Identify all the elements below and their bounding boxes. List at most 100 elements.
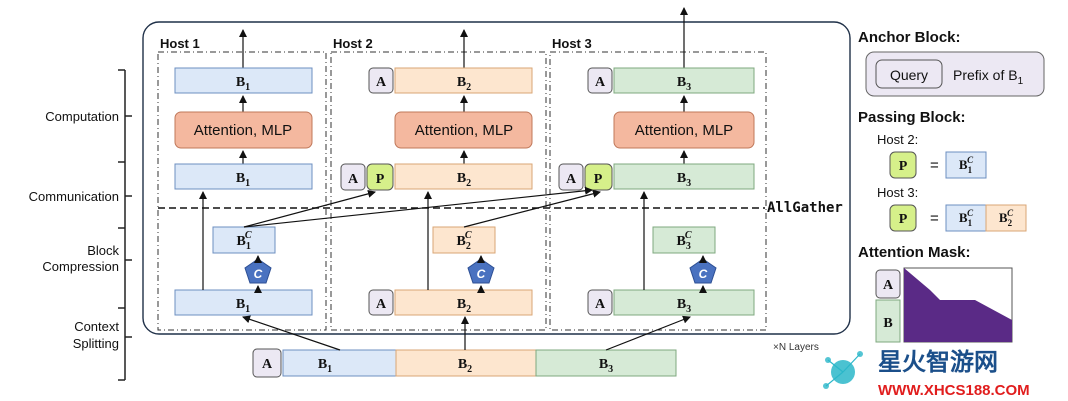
stage-compression: Compression: [42, 259, 119, 274]
host-3-input-block: [613, 289, 755, 316]
legend-mask-a: [875, 269, 901, 299]
host-2-attention-label: Attention, MLP: [415, 122, 513, 139]
host-2-compress-icon-label: C: [477, 267, 486, 281]
legend-passing-title: Passing Block:: [858, 109, 966, 126]
input-seg-2-label: B2: [458, 357, 472, 375]
stage-computation: Computation: [45, 109, 119, 124]
host-2-output-block: [394, 67, 533, 94]
legend-host3-b2c-label: B2C: [999, 208, 1014, 228]
host-3-compress-icon-label: C: [699, 267, 708, 281]
stage-splitting: Splitting: [73, 336, 119, 351]
legend-anchor-title: Anchor Block:: [858, 29, 961, 46]
input-seg-3-label: B3: [599, 357, 613, 375]
host-3-output-label: B3: [677, 75, 691, 93]
host-3-anchor-comm-label: A: [566, 172, 577, 187]
allgather-label: AllGather: [767, 200, 843, 216]
input-sequence: A B1 B2 B3: [242, 315, 691, 378]
host-frame-2: [330, 51, 547, 331]
legend: Anchor Block: Query Prefix of B1 Passing…: [858, 29, 1045, 343]
legend-host2-b1c-label: B1C: [959, 155, 974, 175]
input-anchor-label: A: [262, 357, 273, 372]
host-1-input-label: B1: [236, 297, 250, 315]
stage-block: Block: [87, 243, 119, 258]
host-1-output-block: [174, 67, 313, 94]
layer-container: [142, 21, 851, 335]
host-2-anchor-top-label: A: [376, 75, 387, 90]
stage-communication: Communication: [29, 189, 119, 204]
host-2-compressed-block: [432, 226, 496, 254]
host-1-input-block: [174, 289, 313, 316]
host-2-compress-icon: [467, 258, 495, 284]
input-anchor: [252, 348, 282, 378]
host-2-anchor-comm-label: A: [348, 172, 359, 187]
host-1-comm-block: [174, 163, 313, 190]
watermark-cn: 星火智游网: [878, 348, 998, 376]
host-2-input-block: [394, 289, 533, 316]
host-3-anchor-input: [587, 289, 613, 316]
legend-host2-p-label: P: [899, 159, 908, 174]
host-1-column: B1 Attention, MLP B1 B1C C B1: [174, 29, 313, 316]
host-1-label: Host 1: [160, 36, 200, 51]
host-1-compressed-block: [212, 226, 276, 254]
host-3-anchor-input-label: A: [595, 297, 606, 312]
host-3-attention-mlp: [613, 111, 755, 149]
host-3-column: A B3 Attention, MLP A P B3 B3C C A B3: [558, 7, 755, 316]
host-2-output-label: B2: [457, 75, 471, 93]
watermark: 星火智游网 WWW.XHCS188.COM: [823, 348, 1030, 399]
host-3-attention-label: Attention, MLP: [635, 122, 733, 139]
host-3-anchor-top-label: A: [595, 75, 606, 90]
input-seg-1-label: B1: [318, 357, 332, 375]
host-2-passing-block: [366, 163, 394, 191]
legend-host3-eq: =: [930, 210, 939, 227]
legend-host2-b1c: [945, 151, 987, 179]
host-3-passing-label: P: [594, 172, 603, 187]
host-3-comm-block: [613, 163, 755, 190]
host-3-anchor-top: [587, 67, 613, 94]
allgather-arrows: [243, 186, 601, 228]
host-3-label: Host 3: [552, 36, 592, 51]
host-3-output-block: [613, 67, 755, 94]
host-3-anchor-comm: [558, 163, 584, 191]
host-2-input-label: B2: [457, 297, 471, 315]
legend-host3-p-label: P: [899, 212, 908, 227]
host-2-attention-mlp: [394, 111, 533, 149]
host-2-anchor-input: [368, 289, 394, 316]
legend-host2-label: Host 2:: [877, 132, 918, 147]
stage-context: Context: [74, 319, 119, 334]
legend-mask-b: [875, 299, 901, 343]
host-3-compressed-label: B3C: [676, 230, 691, 252]
legend-mask-fill: [904, 268, 1012, 342]
layers-label: ×N Layers: [773, 342, 819, 353]
legend-host2-p: [889, 151, 917, 179]
legend-host3-b2c: [985, 204, 1027, 232]
legend-mask-a-label: A: [883, 278, 894, 293]
host-1-compressed-label: B1C: [236, 230, 251, 252]
host-1-output-label: B1: [236, 75, 250, 93]
host-2-column: A B2 Attention, MLP A P B2 B2C C A B2: [340, 29, 533, 316]
host-3-compressed-block: [652, 226, 716, 254]
host-1-attention-mlp: [174, 111, 313, 149]
legend-prefix-label: Prefix of B1: [953, 67, 1024, 87]
host-frame-1: [157, 51, 327, 331]
legend-mask-b-label: B: [883, 316, 892, 331]
legend-host3-label: Host 3:: [877, 185, 918, 200]
legend-host3-p: [889, 204, 917, 232]
host-3-comm-label: B3: [677, 171, 691, 189]
host-2-passing-label: P: [376, 172, 385, 187]
stage-labels: Computation Communication Block Compress…: [29, 69, 132, 381]
host-2-anchor-input-label: A: [376, 297, 387, 312]
host-2-anchor-comm: [340, 163, 366, 191]
host-3-compress-icon: [689, 258, 717, 284]
legend-query-box: [875, 59, 943, 89]
legend-host3-b1c-label: B1C: [959, 208, 974, 228]
input-seg-1: [282, 349, 397, 377]
host-2-comm-label: B2: [457, 171, 471, 189]
host-1-comm-label: B1: [236, 171, 250, 189]
host-2-label: Host 2: [333, 36, 373, 51]
host-1-compress-icon: [244, 258, 272, 284]
legend-host2-eq: =: [930, 157, 939, 174]
host-3-input-label: B3: [677, 297, 691, 315]
watermark-url: WWW.XHCS188.COM: [878, 382, 1030, 399]
host-2-compressed-label: B2C: [456, 230, 471, 252]
